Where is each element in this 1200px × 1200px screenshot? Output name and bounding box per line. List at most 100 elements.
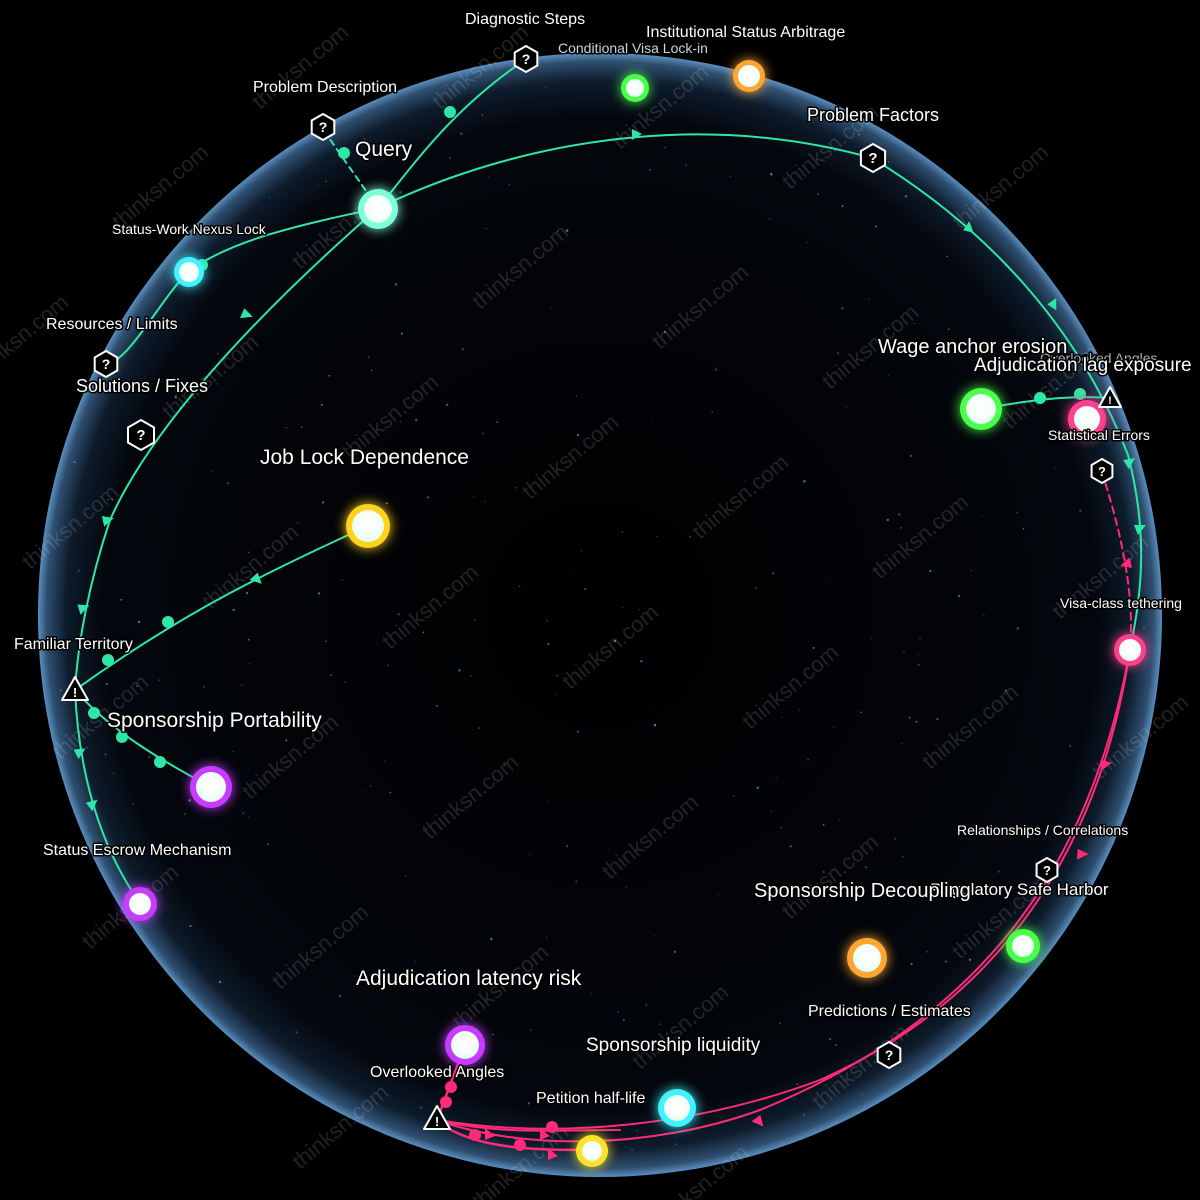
star bbox=[325, 640, 327, 643]
star bbox=[584, 588, 587, 590]
star bbox=[518, 585, 521, 588]
hex-question-icon[interactable]: ? bbox=[93, 349, 119, 379]
star bbox=[729, 175, 731, 177]
node-petition-half-life[interactable] bbox=[576, 1135, 608, 1167]
star bbox=[399, 191, 402, 194]
star bbox=[925, 358, 927, 360]
node-sponsorship-portability[interactable] bbox=[190, 766, 232, 808]
star bbox=[789, 845, 792, 848]
star bbox=[550, 307, 552, 309]
star bbox=[717, 893, 719, 895]
star bbox=[385, 502, 388, 505]
warning-triangle-icon[interactable]: ! bbox=[1098, 386, 1122, 408]
node-adjudication-lag-exposure[interactable] bbox=[1068, 400, 1106, 438]
edge-layer bbox=[74, 59, 1143, 1152]
hex-question-icon[interactable]: ? bbox=[1035, 856, 1059, 884]
star bbox=[545, 86, 547, 88]
star bbox=[158, 679, 161, 682]
star bbox=[389, 791, 392, 794]
svg-text:?: ? bbox=[102, 356, 111, 372]
label-layer: Query Diagnostic Steps Problem Descripti… bbox=[13, 10, 1194, 1109]
star bbox=[841, 205, 844, 208]
star bbox=[488, 176, 490, 178]
node-visa-class-tethering[interactable] bbox=[1114, 634, 1146, 666]
star bbox=[893, 837, 897, 840]
star bbox=[957, 594, 961, 598]
star bbox=[445, 403, 449, 407]
star bbox=[137, 620, 141, 624]
star bbox=[1016, 511, 1018, 514]
star bbox=[427, 496, 430, 499]
hex-question-icon[interactable]: ? bbox=[1090, 457, 1114, 485]
star bbox=[640, 660, 643, 663]
star bbox=[887, 374, 890, 376]
star bbox=[405, 875, 407, 877]
star bbox=[915, 720, 918, 723]
star bbox=[714, 368, 717, 371]
star bbox=[247, 638, 250, 641]
star bbox=[384, 760, 387, 763]
star bbox=[608, 1092, 610, 1094]
star bbox=[733, 795, 735, 797]
star bbox=[997, 870, 1000, 873]
star bbox=[888, 563, 891, 565]
graph-sphere bbox=[38, 53, 1162, 1177]
node-job-lock-dependence[interactable] bbox=[346, 504, 390, 548]
star bbox=[870, 637, 873, 639]
node-sponsorship-liquidity[interactable] bbox=[658, 1089, 696, 1127]
star bbox=[496, 421, 499, 424]
star bbox=[248, 816, 250, 818]
hex-question-icon[interactable]: ? bbox=[310, 112, 336, 142]
star bbox=[1022, 527, 1025, 530]
star bbox=[1001, 356, 1003, 358]
node-status-escrow-mechanism[interactable] bbox=[123, 887, 157, 921]
warning-triangle-icon[interactable]: ! bbox=[61, 676, 89, 701]
node-sponsorship-decoupling[interactable] bbox=[847, 938, 887, 978]
star bbox=[461, 348, 464, 351]
star bbox=[232, 751, 234, 753]
star bbox=[636, 1129, 638, 1132]
star bbox=[936, 718, 939, 721]
node-query[interactable] bbox=[358, 189, 398, 229]
star bbox=[490, 937, 493, 941]
node-conditional-visa-lock-in[interactable] bbox=[621, 74, 649, 102]
star bbox=[546, 620, 548, 622]
star bbox=[622, 1018, 625, 1021]
star bbox=[537, 1091, 540, 1094]
star bbox=[886, 518, 890, 522]
star bbox=[918, 637, 922, 640]
star bbox=[917, 653, 919, 656]
star bbox=[242, 812, 245, 815]
edge-decorations bbox=[73, 106, 1146, 1160]
star bbox=[232, 608, 235, 612]
warning-triangle-icon[interactable]: ! bbox=[423, 1105, 451, 1130]
label-diagnostic-steps: Diagnostic Steps bbox=[465, 11, 585, 28]
hex-question-icon[interactable]: ? bbox=[513, 44, 539, 74]
node-status-work-nexus-lock[interactable] bbox=[174, 257, 204, 287]
star bbox=[285, 739, 288, 742]
star bbox=[174, 395, 177, 399]
star bbox=[591, 993, 593, 995]
label-conditional-visa-lock-in: Conditional Visa Lock-in bbox=[558, 40, 708, 56]
star bbox=[968, 958, 972, 961]
hex-question-icon[interactable]: ? bbox=[859, 142, 887, 174]
node-adjudication-latency-risk[interactable] bbox=[445, 1025, 485, 1065]
star bbox=[460, 132, 463, 135]
star bbox=[325, 180, 327, 183]
edge-visa-overlooked-bottom-b bbox=[436, 649, 1131, 1143]
star bbox=[902, 650, 905, 653]
star bbox=[822, 870, 825, 874]
node-institutional-status-arbitrage[interactable] bbox=[733, 60, 765, 92]
edge-familiar-escrow bbox=[74, 689, 141, 904]
node-regulatory-safe-harbor[interactable] bbox=[1006, 929, 1040, 963]
star bbox=[478, 727, 481, 730]
star bbox=[414, 961, 416, 963]
label-familiar-territory: Familiar Territory bbox=[14, 636, 133, 653]
svg-text:!: ! bbox=[73, 685, 77, 700]
svg-text:?: ? bbox=[1043, 863, 1051, 878]
hex-question-icon[interactable]: ? bbox=[127, 418, 155, 452]
svg-text:!: ! bbox=[435, 1114, 439, 1129]
star bbox=[336, 396, 339, 398]
hex-question-icon[interactable]: ? bbox=[876, 1040, 902, 1070]
node-wage-anchor-erosion[interactable] bbox=[960, 388, 1002, 430]
